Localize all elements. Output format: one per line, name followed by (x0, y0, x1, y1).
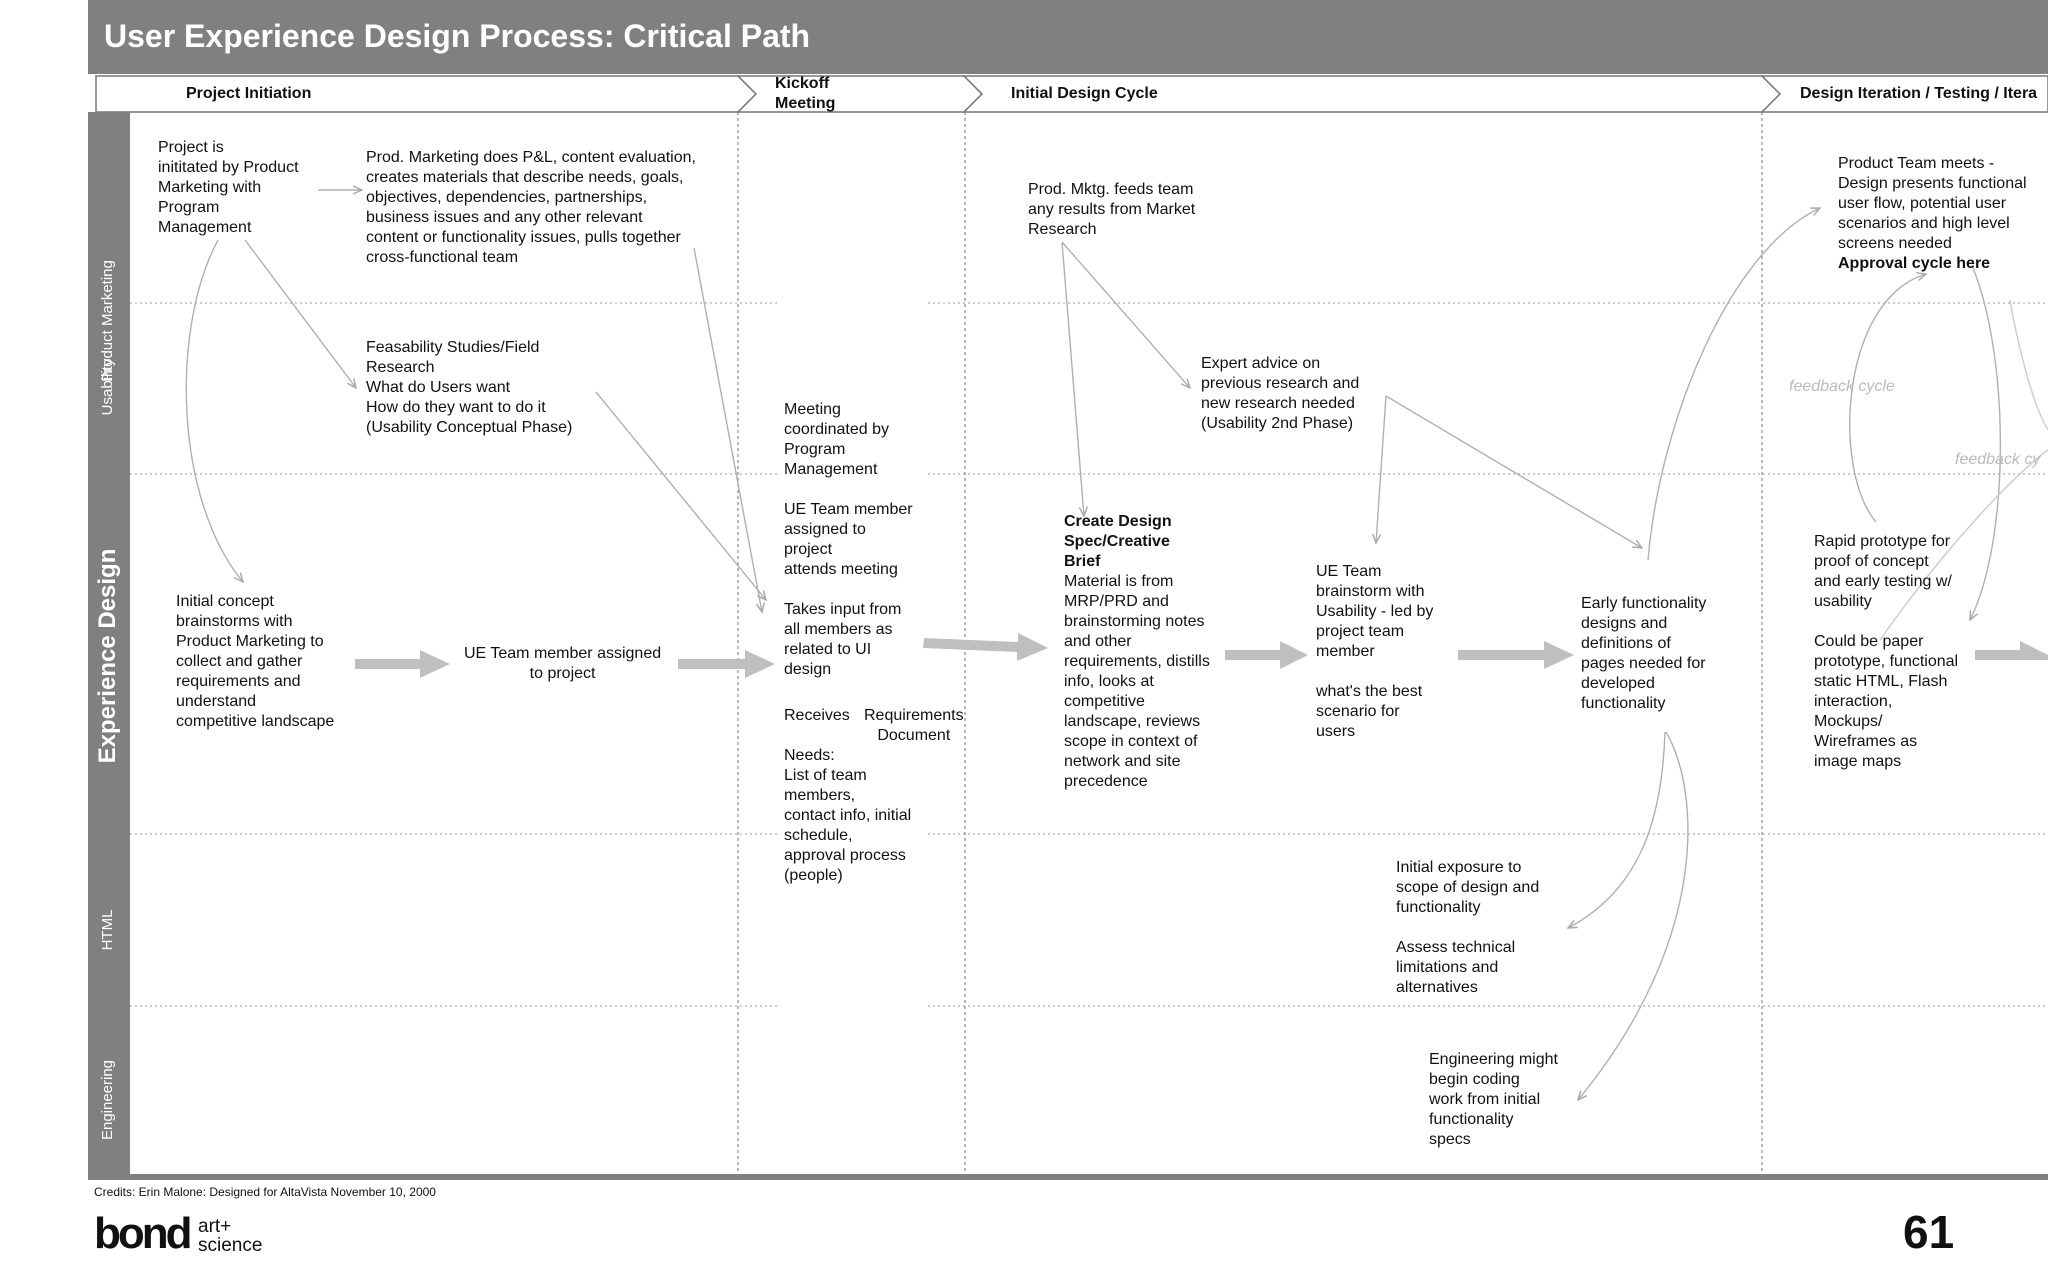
svg-text:bond: bond (94, 1212, 190, 1256)
phase-chevron-design-iteration (1760, 75, 2048, 113)
node-needs: Needs: List of team members, contact inf… (784, 747, 912, 884)
bottom-bar (88, 1174, 2048, 1180)
block-arrow-1 (355, 650, 450, 678)
block-arrow-6 (1975, 641, 2048, 660)
node-meeting-coordinated: Meeting coordinated by Program Managemen… (784, 401, 913, 678)
lane-experience-design: Experience Design (94, 548, 121, 764)
node-project-initiated: Project is inititated by Product Marketi… (158, 139, 299, 236)
phase-initial-design-cycle: Initial Design Cycle (1011, 85, 1158, 102)
node-feasability: Feasability Studies/Field Research What … (366, 339, 573, 436)
node-ue-team-brainstorm: UE Team brainstorm with Usability - led … (1316, 563, 1434, 740)
node-initial-concept: Initial concept brainstorms with Product… (176, 593, 335, 730)
block-arrow-4 (1225, 641, 1308, 669)
phase-project-initiation: Project Initiation (186, 85, 312, 102)
page-number: 61 (1903, 1206, 1955, 1258)
lane-html: HTML (99, 909, 116, 951)
node-ue-team-assigned: UE Team member assigned to project (464, 645, 662, 682)
node-engineering-might: Engineering might begin coding work from… (1429, 1051, 1558, 1148)
node-create-design-spec-title: Create Design Spec/Creative Brief (1064, 513, 1172, 570)
block-arrow-3 (923, 633, 1048, 661)
node-requirements-document: Requirements Document (864, 707, 964, 744)
page-title: User Experience Design Process: Critical… (104, 18, 811, 54)
svg-text:science: science (198, 1235, 262, 1256)
node-product-team-meets: Product Team meets - Design presents fun… (1838, 155, 2027, 252)
feedback-cycle-label-1: feedback cycle (1789, 378, 1895, 395)
swimlane-label-strip: Product Marketing Usability Experience D… (88, 112, 130, 1174)
credits: Credits: Erin Malone: Designed for AltaV… (94, 1185, 436, 1199)
phase-design-iteration: Design Iteration / Testing / Itera (1800, 85, 2038, 102)
feedback-cycle-label-2: feedback cy (1955, 451, 2041, 468)
title-bar (88, 0, 2048, 74)
svg-text:art+: art+ (198, 1216, 231, 1237)
node-create-design-spec-body: Material is from MRP/PRD and brainstormi… (1064, 573, 1210, 790)
node-initial-exposure: Initial exposure to scope of design and … (1396, 859, 1540, 996)
node-rapid-prototype: Rapid prototype for proof of concept and… (1814, 533, 1959, 770)
block-arrow-5 (1458, 641, 1574, 669)
bond-logo: bond art+ science (94, 1212, 262, 1256)
node-prod-mktg-feeds: Prod. Mktg. feeds team any results from … (1028, 181, 1196, 238)
node-approval-cycle: Approval cycle here (1838, 255, 1991, 272)
node-prod-marketing-pl: Prod. Marketing does P&L, content evalua… (366, 149, 696, 266)
node-expert-advice: Expert advice on previous research and n… (1201, 355, 1360, 432)
node-early-functionality: Early functionality designs and definiti… (1581, 595, 1707, 712)
phase-kickoff-meeting: Kickoff Meeting (775, 75, 836, 112)
block-arrow-2 (678, 650, 775, 678)
lane-engineering: Engineering (99, 1059, 116, 1141)
node-receives-label: Receives (784, 707, 850, 724)
